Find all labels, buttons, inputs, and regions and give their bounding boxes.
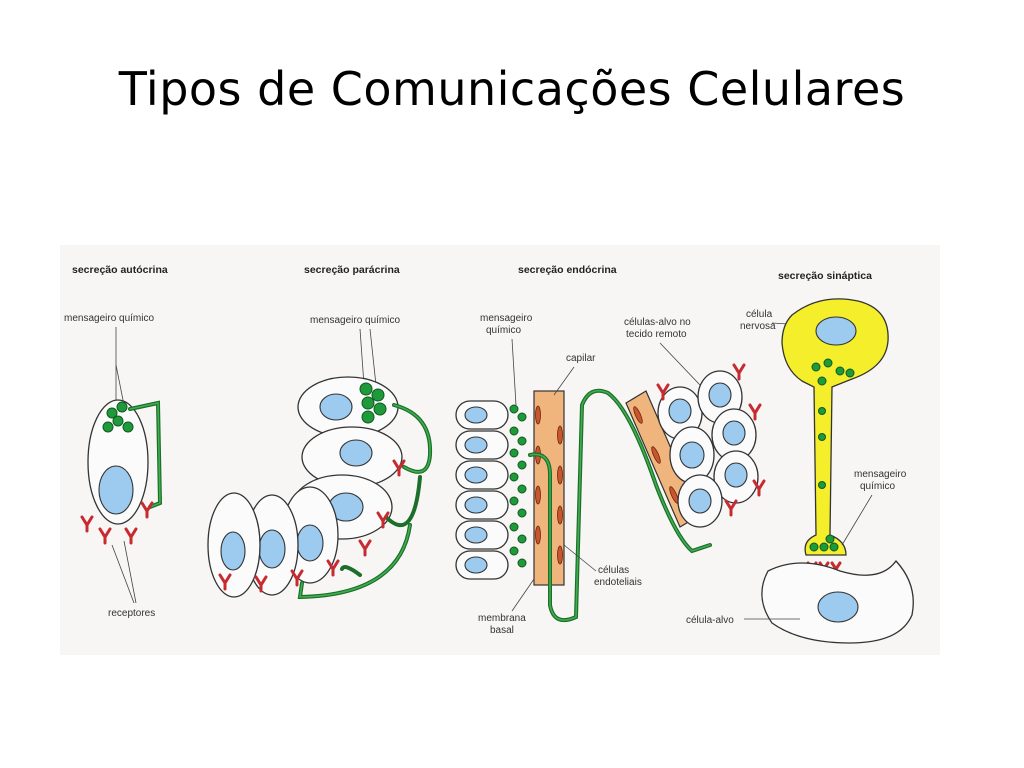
messenger-granule (106, 407, 118, 419)
label-receptors: receptores (108, 608, 155, 619)
paracrine-nucleus (339, 439, 373, 467)
receptor-icon (724, 499, 738, 517)
gland-nucleus (464, 436, 488, 454)
gland-nucleus (464, 466, 488, 484)
paracrine-arrow (340, 565, 362, 577)
cell-communication-diagram: secreção autócrina mensageiro químico re… (60, 245, 940, 655)
target-nucleus (724, 462, 748, 488)
heading-autocrine: secreção autócrina (72, 264, 168, 276)
target-nucleus (679, 441, 705, 469)
label-basal-membrane: basal (490, 625, 514, 636)
messenger-granule (112, 415, 124, 427)
gland-nucleus (464, 496, 488, 514)
messenger-granule (122, 421, 134, 433)
receptor-icon (124, 527, 138, 545)
receptor-icon (358, 539, 372, 557)
receptor-icon (392, 459, 406, 477)
leader-line (563, 544, 597, 572)
label-endocrine-messenger: mensageiro (480, 313, 533, 324)
receptor-icon (218, 573, 232, 591)
leader-line (111, 544, 135, 604)
label-basal-membrane: membrana (478, 613, 526, 624)
leader-line (553, 366, 575, 396)
heading-paracrine: secreção parácrina (304, 264, 400, 276)
label-endocrine-messenger: químico (486, 325, 521, 336)
paracrine-nucleus (220, 531, 246, 571)
label-nerve-cell: nervosa (740, 321, 776, 332)
receptor-icon (748, 403, 762, 421)
autocrine-nucleus (98, 465, 134, 515)
receptor-icon (326, 559, 340, 577)
messenger-granule (102, 421, 114, 433)
receptor-icon (656, 383, 670, 401)
label-paracrine-messenger: mensageiro químico (310, 315, 400, 326)
panel-synaptic: secreção sináptica célula nervosa mensag… (686, 270, 914, 644)
leader-line (659, 342, 701, 386)
label-nerve-cell: célula (746, 309, 773, 320)
messenger-granule (361, 410, 375, 424)
receptor-icon (80, 515, 94, 533)
heading-endocrine: secreção endócrina (518, 264, 617, 276)
leader-line (511, 578, 535, 612)
synaptic-vesicles (809, 358, 855, 552)
paracrine-nucleus (258, 529, 286, 569)
leader-line (359, 328, 365, 386)
receptor-icon (98, 527, 112, 545)
nerve-nucleus (815, 316, 857, 346)
label-endothelial: endoteliais (594, 577, 642, 588)
autocrine-arrow-highlight (129, 402, 161, 508)
paracrine-nucleus (296, 524, 324, 562)
endothelial-cells (535, 405, 563, 565)
paracrine-arrow (384, 475, 422, 528)
panel-endocrine: secreção endócrina mensageiro químico (455, 264, 766, 636)
endocrine-circulation-arrow-highlight (529, 389, 711, 621)
label-synaptic-messenger: químico (860, 481, 895, 492)
label-capillary: capilar (566, 353, 596, 364)
target-nucleus (722, 420, 746, 446)
panel-paracrine: secreção parácrina mensageiro químico (207, 264, 433, 600)
target-nucleus (688, 488, 712, 514)
diagram-svg: secreção autócrina mensageiro químico re… (64, 264, 914, 644)
endocrine-messenger-granules (509, 404, 527, 568)
leader-line (511, 338, 517, 406)
label-target-cells: tecido remoto (626, 329, 687, 340)
gland-nucleus (464, 406, 488, 424)
paracrine-nucleus (319, 393, 353, 421)
nerve-cell (781, 298, 889, 556)
leader-line (369, 328, 377, 386)
leader-line (841, 494, 873, 546)
label-synaptic-messenger: mensageiro (854, 469, 907, 480)
messenger-granule (371, 388, 385, 402)
slide-title: Tipos de Comunicações Celulares (118, 62, 906, 116)
synaptic-target-nucleus (817, 591, 859, 623)
messenger-granule (116, 401, 128, 413)
panel-autocrine: secreção autócrina mensageiro químico re… (64, 264, 168, 619)
paracrine-arrow-highlight (299, 524, 411, 598)
paracrine-arrow-highlight (393, 404, 431, 473)
receptor-icon (254, 575, 268, 593)
gland-nucleus (464, 556, 488, 574)
label-autocrine-messenger: mensageiro químico (64, 313, 154, 324)
label-synaptic-target: célula-alvo (686, 615, 734, 626)
label-target-cells: células-alvo no (624, 317, 691, 328)
gland-nucleus (464, 526, 488, 544)
receptor-icon (290, 569, 304, 587)
receptor-icon (732, 363, 746, 381)
messenger-granule (373, 402, 387, 416)
leader-line (115, 364, 125, 406)
target-nucleus (668, 398, 692, 424)
messenger-granule (361, 396, 375, 410)
messenger-granule (359, 382, 373, 396)
heading-synaptic: secreção sináptica (778, 270, 872, 282)
leader-line (123, 540, 137, 604)
receptor-icon (140, 501, 154, 519)
receptor-icon (752, 479, 766, 497)
label-endothelial: células (598, 565, 629, 576)
receptor-icon (376, 511, 390, 529)
target-nucleus (708, 382, 732, 408)
